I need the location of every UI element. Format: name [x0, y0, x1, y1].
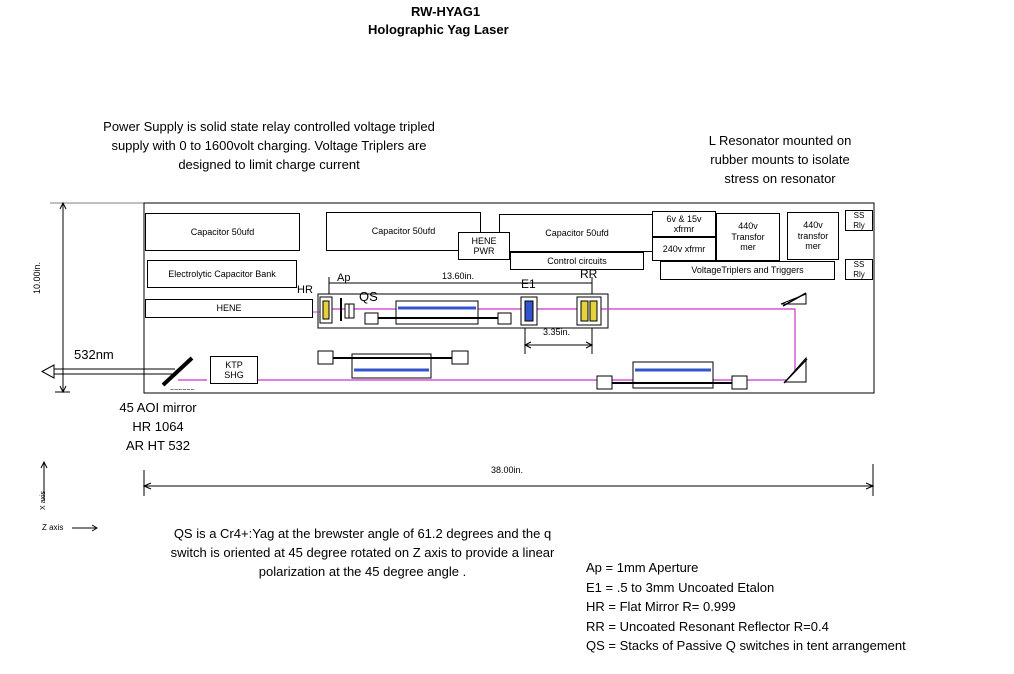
- transformer-440v-b-label: transfor: [797, 230, 829, 241]
- laser-head-upper: [395, 300, 479, 325]
- transformer-440v-b-box: 440v transfor mer: [787, 212, 839, 260]
- lamp-end-lower-right-a: [596, 375, 613, 390]
- e1-label: E1: [521, 277, 536, 291]
- transformer-440v-a-box: 440v Transfor mer: [716, 213, 780, 261]
- qs-note: QS is a Cr4+:Yag at the brewster angle o…: [140, 524, 585, 581]
- resonator-note-line: rubber mounts to isolate: [710, 152, 850, 167]
- xfrmr-6v-label: xfrmr: [673, 224, 695, 234]
- lamp-end-upper-right: [497, 312, 512, 325]
- hr-label: HR: [297, 284, 313, 296]
- power-supply-note-line: supply with 0 to 1600volt charging. Volt…: [111, 138, 427, 153]
- chassis-outline: [143, 202, 875, 394]
- ss-relay-label: Rly: [853, 269, 865, 279]
- legend-item: HR = Flat Mirror R= 0.999: [586, 599, 736, 614]
- xfrmr-6v-box: 6v & 15v xfrmr: [652, 211, 716, 237]
- ss-relay-label: Rly: [853, 220, 865, 230]
- x-axis-arrow-head: [40, 460, 48, 469]
- legend-item: E1 = .5 to 3mm Uncoated Etalon: [586, 579, 775, 595]
- dim-10-arrow-top: [59, 201, 67, 210]
- rr-label: RR: [580, 267, 598, 281]
- capacitor-box-2: Capacitor 50ufd: [326, 212, 481, 251]
- z-axis-label: Z axis: [42, 523, 64, 532]
- dim-1360-label: 13.60in.: [442, 271, 475, 281]
- qs-label: QS: [359, 289, 378, 304]
- ss-relay-box-2: SS Rly: [845, 259, 873, 280]
- e1-etalon-optic: [524, 300, 534, 322]
- laser-head-lower-right: [632, 361, 714, 389]
- voltage-triplers-box: VoltageTriplers and Triggers: [660, 261, 835, 280]
- transformer-440v-b-label: 440v: [803, 220, 823, 231]
- lamp-end-lower-left-a: [317, 350, 334, 365]
- power-supply-note: Power Supply is solid state relay contro…: [80, 117, 458, 174]
- electrolytic-capacitor-box: Electrolytic Capacitor Bank: [147, 260, 297, 288]
- hene-power-box: HENE PWR: [458, 232, 510, 260]
- dim-10-arrow-bottom: [59, 385, 67, 394]
- resonator-note: L Resonator mounted on rubber mounts to …: [690, 131, 870, 188]
- dim-38-arrow-left: [142, 482, 152, 490]
- aoi-mirror: [161, 356, 194, 387]
- rr-reflector-optic: [589, 300, 598, 322]
- xfrmr-6v-label: 6v & 15v: [666, 213, 702, 224]
- dim-3800-label: 38.00in.: [491, 465, 524, 475]
- power-supply-note-line: designed to limit charge current: [178, 157, 360, 172]
- hene-power-label: HENE: [471, 235, 497, 246]
- aoi-mirror-label-line: 45 AOI mirror: [119, 400, 197, 415]
- aoi-mirror-label-line: HR 1064: [132, 419, 184, 434]
- aoi-mirror-label-line: AR HT 532: [125, 438, 191, 453]
- control-circuits-box: Control circuits: [510, 252, 644, 270]
- x-axis-label: X axis: [40, 490, 47, 510]
- ktp-label: SHG: [224, 370, 244, 380]
- ss-relay-label: SS: [853, 211, 865, 221]
- dim-335-arrow-left: [523, 341, 532, 349]
- capacitor-box-1: Capacitor 50ufd: [145, 213, 300, 251]
- aoi-mirror-label: 45 AOI mirror HR 1064 AR HT 532: [102, 398, 214, 455]
- dim-335-arrow-right: [585, 341, 594, 349]
- lamp-end-lower-left-b: [451, 350, 469, 365]
- laser-beam-path: [258, 308, 796, 381]
- ss-relay-box-1: SS Rly: [845, 210, 873, 231]
- ss-relay-label: SS: [853, 260, 865, 270]
- hene-laser-box: HENE: [145, 299, 313, 318]
- z-axis-arrow-head: [91, 524, 98, 532]
- transformer-440v-a-label: mer: [740, 242, 756, 253]
- legend: Ap = 1mm Aperture E1 = .5 to 3mm Uncoate…: [586, 558, 906, 656]
- power-supply-note-line: Power Supply is solid state relay contro…: [103, 119, 435, 134]
- mirror-hatch: ~~~~~~: [170, 387, 195, 394]
- ktp-label: KTP: [225, 359, 243, 370]
- ktp-shg-box: KTP SHG: [210, 356, 258, 384]
- qs-note-line: switch is oriented at 45 degree rotated …: [170, 545, 555, 560]
- xfrmr-240v-box: 240v xfrmr: [652, 237, 716, 261]
- fold-mirror-bottom-face: [783, 358, 808, 384]
- transformer-440v-b-label: mer: [805, 241, 821, 252]
- lamp-end-lower-right-b: [731, 375, 748, 390]
- lamp-end-upper-left: [364, 312, 379, 325]
- hene-power-label: PWR: [473, 246, 495, 256]
- diagram-subtitle: Holographic Yag Laser: [368, 22, 509, 37]
- transformer-440v-a-label: Transfor: [731, 231, 765, 242]
- qs-note-line: polarization at the 45 degree angle .: [258, 564, 467, 579]
- legend-item: Ap = 1mm Aperture: [586, 560, 699, 575]
- wavelength-label: 532nm: [74, 347, 114, 362]
- dim-38-arrow-right: [865, 482, 875, 490]
- qs-note-line: QS is a Cr4+:Yag at the brewster angle o…: [173, 526, 552, 541]
- hr-mirror-optic: [322, 300, 330, 320]
- fold-mirror-top-face: [782, 292, 807, 307]
- rr-reflector-optic: [580, 300, 589, 322]
- diagram-title: RW-HYAG1: [411, 4, 481, 19]
- resonator-note-line: L Resonator mounted on: [708, 133, 852, 148]
- resonator-note-line: stress on resonator: [724, 171, 836, 186]
- dim-335-label: 3.35in.: [543, 327, 571, 337]
- legend-item: QS = Stacks of Passive Q switches in ten…: [586, 638, 906, 653]
- transformer-440v-a-label: 440v: [738, 221, 758, 232]
- legend-item: RR = Uncoated Resonant Reflector R=0.4: [586, 618, 829, 634]
- ap-label: Ap: [337, 272, 351, 284]
- output-arrow-head: [40, 364, 55, 379]
- capacitor-box-3: Capacitor 50ufd: [499, 214, 655, 252]
- dim-1000-label: 10.00in.: [32, 261, 42, 294]
